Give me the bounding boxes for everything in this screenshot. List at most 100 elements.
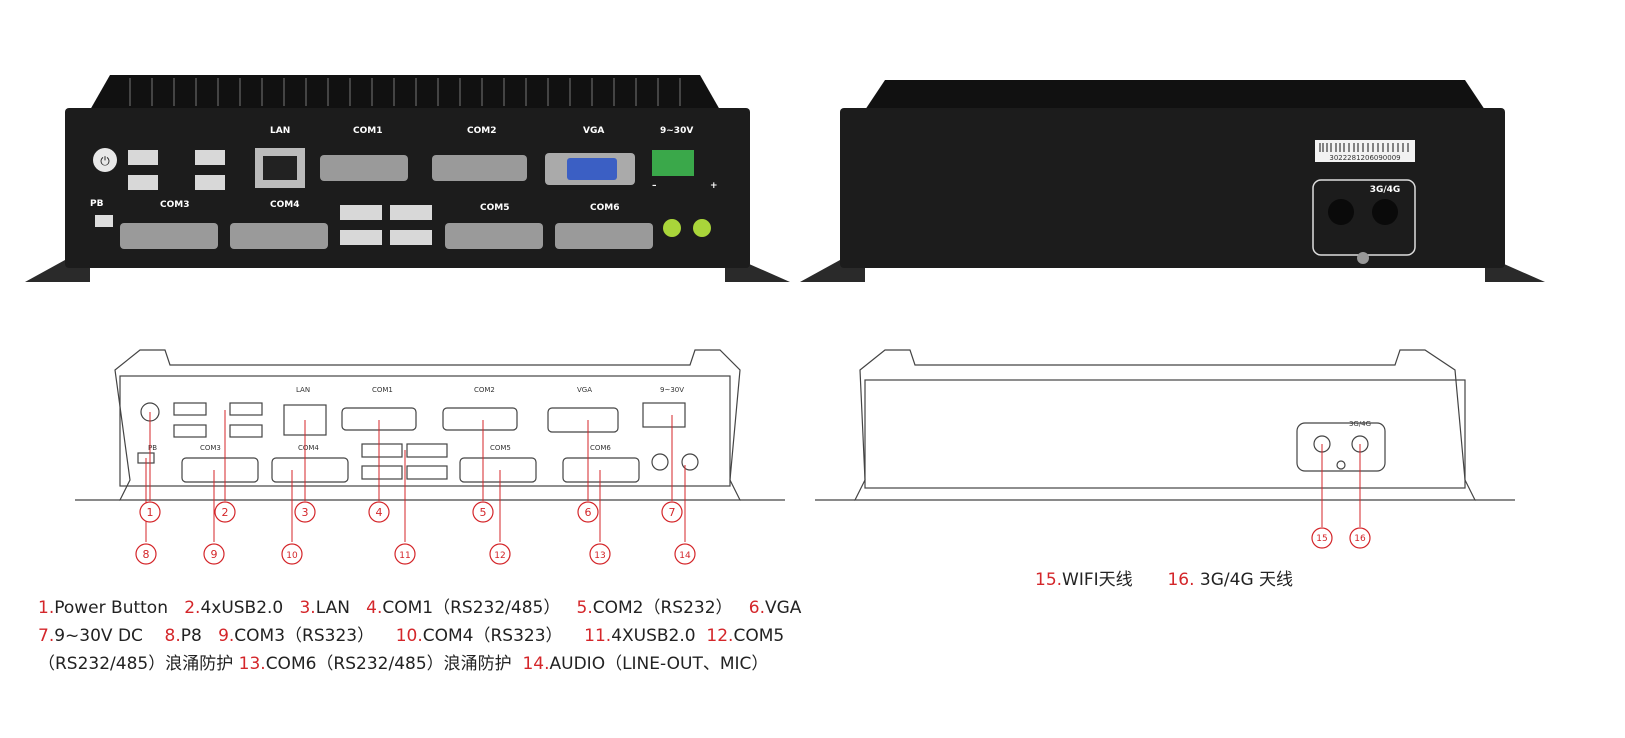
front-panel-photo: ⏻ LAN COM1 COM2 VGA 9~30V PB COM3 COM4 C… [25,75,790,282]
front-photo-line-out-jack [663,219,681,237]
legend-text-11: 4XUSB2.0 [611,626,707,646]
legend-num-10: 10. [395,626,423,646]
callout-10 [281,543,303,565]
front-drawing-lan-label: LAN [296,386,310,394]
rear-drawing-antenna-frame [1296,422,1386,472]
front-drawing-line-out-jack [651,453,669,471]
legend-num-11: 11. [584,626,612,646]
rear-legend-num-16: 16. [1167,570,1195,590]
front-photo-com2 [432,155,527,181]
callout-13-label: 13 [594,551,605,561]
legend-text-12-cont: （RS232/485）浪涌防护 [38,654,239,674]
power-button-icon [93,148,117,172]
callout-11-label: 11 [399,551,410,561]
front-drawing-usb-2d [406,465,448,480]
front-photo-com4-label: COM4 [270,200,299,210]
legend-num-4: 4. [366,598,383,618]
front-photo-heatsink-fins [90,75,720,110]
legend-text-9: COM3（RS323） [234,626,396,646]
callout-8-label: 8 [143,548,150,561]
front-drawing-vga-label: VGA [577,386,592,394]
front-photo-usb-group-1 [128,150,225,190]
callout-10-label: 10 [286,551,298,561]
callout-9 [203,543,225,565]
rear-photo-heatsink-fins [865,80,1485,110]
callout-1-label: 1 [147,506,154,519]
legend-text-5: COM2（RS232） [592,598,749,618]
callout-16 [1349,527,1371,549]
front-drawing-com5-label: COM5 [490,444,511,452]
legend-num-6: 6. [748,598,765,618]
callout-2 [214,501,236,523]
front-photo-com1-label: COM1 [353,126,382,136]
legend-num-5: 5. [576,598,593,618]
front-photo-com2-label: COM2 [467,126,496,136]
legend-num-13: 13. [238,654,266,674]
legend-text-6: VGA [765,598,802,618]
svg-text:⏻: ⏻ [100,154,110,168]
front-photo-com4 [230,223,328,249]
rear-photo-3g4g-label: 3G/4G [1370,185,1401,195]
legend-text-4: COM1（RS232/485） [382,598,577,618]
legend-text-8: P8 [180,626,219,646]
legend-num-1: 1. [38,598,55,618]
front-drawing-usb-2a [361,443,403,458]
callout-9-label: 9 [211,548,218,561]
rear-photo-3g4g-antenna [1372,199,1398,225]
rear-panel-drawing: 3G/4G 15 16 [815,349,1515,549]
legend-text-14: AUDIO（LINE-OUT、MIC） [549,654,769,674]
callout-16-label: 16 [1354,534,1366,544]
front-drawing-com6-label: COM6 [590,444,611,452]
legend-text-1: Power Button [54,598,185,618]
front-photo-com5 [445,223,543,249]
front-photo-com1 [320,155,408,181]
callout-2-label: 2 [222,506,229,519]
front-drawing-com3-label: COM3 [200,444,221,452]
rear-panel-photo: 3022281206090009 3G/4G [800,80,1545,282]
front-photo-com6 [555,223,653,249]
callout-15-label: 15 [1316,534,1327,544]
front-drawing-usb-2c [361,465,403,480]
front-photo-com5-label: COM5 [480,203,509,213]
front-legend-line-3: （RS232/485）浪涌防护 13.COM6（RS232/485）浪涌防护 1… [38,652,801,676]
legend-text-13: COM6（RS232/485）浪涌防护 [265,654,523,674]
front-photo-pb-switch [95,215,113,227]
rear-legend-text-16: 3G/4G 天线 [1194,570,1294,590]
front-drawing-com5 [459,457,537,483]
rear-photo-barcode-text: 3022281206090009 [1329,154,1400,162]
legend-num-2: 2. [184,598,201,618]
front-photo-usb-group-2 [340,205,432,245]
callout-14-label: 14 [679,551,691,561]
callout-6-label: 6 [585,506,592,519]
front-panel-drawing: LAN COM1 COM2 VGA 9~30V PB COM3 COM4 COM… [75,349,785,565]
legend-text-12: COM5 [733,626,785,646]
callout-6 [577,501,599,523]
callout-12-label: 12 [494,551,505,561]
callout-3 [294,501,316,523]
front-photo-vga-label: VGA [583,126,604,136]
callout-15 [1311,527,1333,549]
callout-7 [661,501,683,523]
front-drawing-com2 [442,407,518,431]
front-drawing-mic-jack [681,453,699,471]
callout-4-label: 4 [376,506,383,519]
front-drawing-com3 [181,457,259,483]
legend-text-10: COM4（RS323） [422,626,585,646]
callout-13 [589,543,611,565]
front-drawing-com4 [271,457,349,483]
front-photo-fin-gaps [129,78,681,106]
front-photo-mic-jack [693,219,711,237]
front-drawing-com1-label: COM1 [372,386,393,394]
callout-5-label: 5 [480,506,487,519]
legend-num-9: 9. [218,626,235,646]
callout-7-label: 7 [669,506,676,519]
front-photo-com6-label: COM6 [590,203,619,213]
rear-legend-num-15: 15. [1035,570,1063,590]
callout-12 [489,543,511,565]
front-drawing-dc-label: 9~30V [660,386,684,394]
front-legend: 1.Power Button 2.4xUSB2.0 3.LAN 4.COM1（R… [38,596,801,676]
callout-3-label: 3 [302,506,309,519]
front-drawing-usb-1c [229,402,263,416]
front-photo-lan-label: LAN [270,126,290,136]
rear-photo-wifi-antenna [1328,199,1354,225]
